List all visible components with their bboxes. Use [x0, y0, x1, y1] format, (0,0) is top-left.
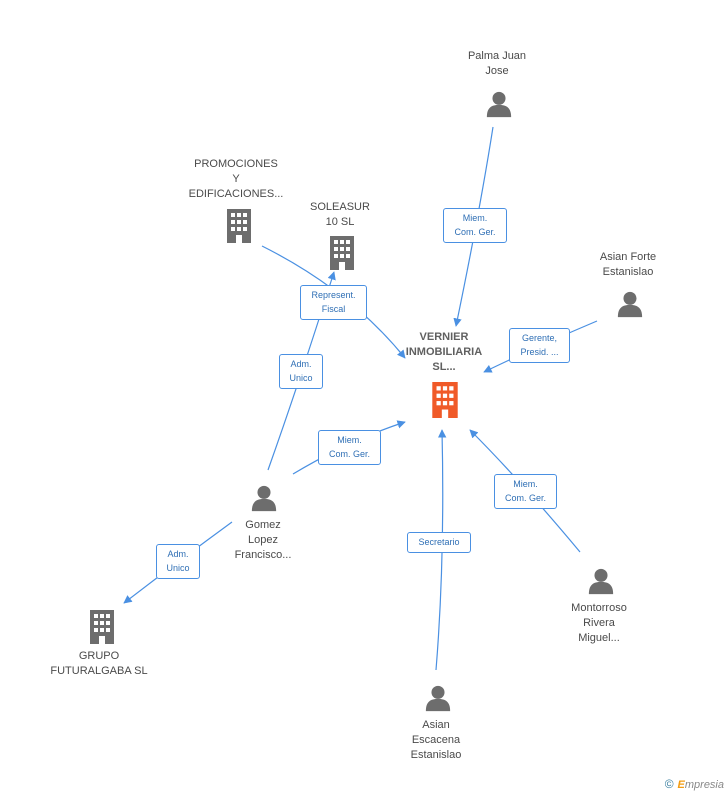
- copyright-symbol: ©: [664, 777, 674, 791]
- edge-label-gomez-grupo[interactable]: Adm. Unico: [156, 544, 200, 579]
- edge-label-montorroso[interactable]: Miem. Com. Ger.: [494, 474, 557, 509]
- person-icon[interactable]: [617, 291, 643, 318]
- node-label-soleasur[interactable]: SOLEASUR 10 SL: [310, 201, 370, 228]
- node-label-promociones[interactable]: PROMOCIONES Y EDIFICACIONES...: [188, 158, 284, 200]
- footer-brand: ©Empresia: [665, 777, 724, 791]
- brand-name: mpresia: [684, 779, 724, 791]
- node-label-montorroso[interactable]: Montorroso Rivera Miguel...: [571, 602, 627, 644]
- person-icon[interactable]: [425, 685, 451, 712]
- edge-label-gomez-soleasur[interactable]: Adm. Unico: [279, 354, 323, 389]
- node-label-asian-forte[interactable]: Asian Forte Estanislao: [599, 251, 657, 278]
- node-label-palma[interactable]: Palma Juan Jose: [467, 50, 527, 77]
- brand-initial: E: [677, 779, 685, 791]
- edge-label-gomez-vernier[interactable]: Miem. Com. Ger.: [318, 430, 381, 465]
- edge-label-escacena[interactable]: Secretario: [407, 532, 471, 553]
- person-icon[interactable]: [588, 568, 614, 595]
- main-building-icon[interactable]: [432, 382, 458, 418]
- building-icon[interactable]: [90, 610, 114, 644]
- edge-label-palma[interactable]: Miem. Com. Ger.: [443, 208, 507, 243]
- person-icon[interactable]: [486, 91, 512, 118]
- node-label-grupo[interactable]: GRUPO FUTURALGABA SL: [50, 650, 148, 677]
- node-label-vernier[interactable]: VERNIER INMOBILIARIA SL...: [405, 331, 483, 373]
- person-icon[interactable]: [251, 485, 277, 512]
- edge-label-asian-forte[interactable]: Gerente, Presid. ...: [509, 328, 570, 363]
- edge-label-promociones[interactable]: Represent. Fiscal: [300, 285, 367, 320]
- node-label-asian-escacena[interactable]: Asian Escacena Estanislao: [410, 719, 462, 761]
- node-label-gomez[interactable]: Gomez Lopez Francisco...: [234, 519, 292, 561]
- edge-escacena-vernier: [435, 429, 447, 671]
- building-icon[interactable]: [330, 236, 354, 270]
- building-icon[interactable]: [227, 209, 251, 243]
